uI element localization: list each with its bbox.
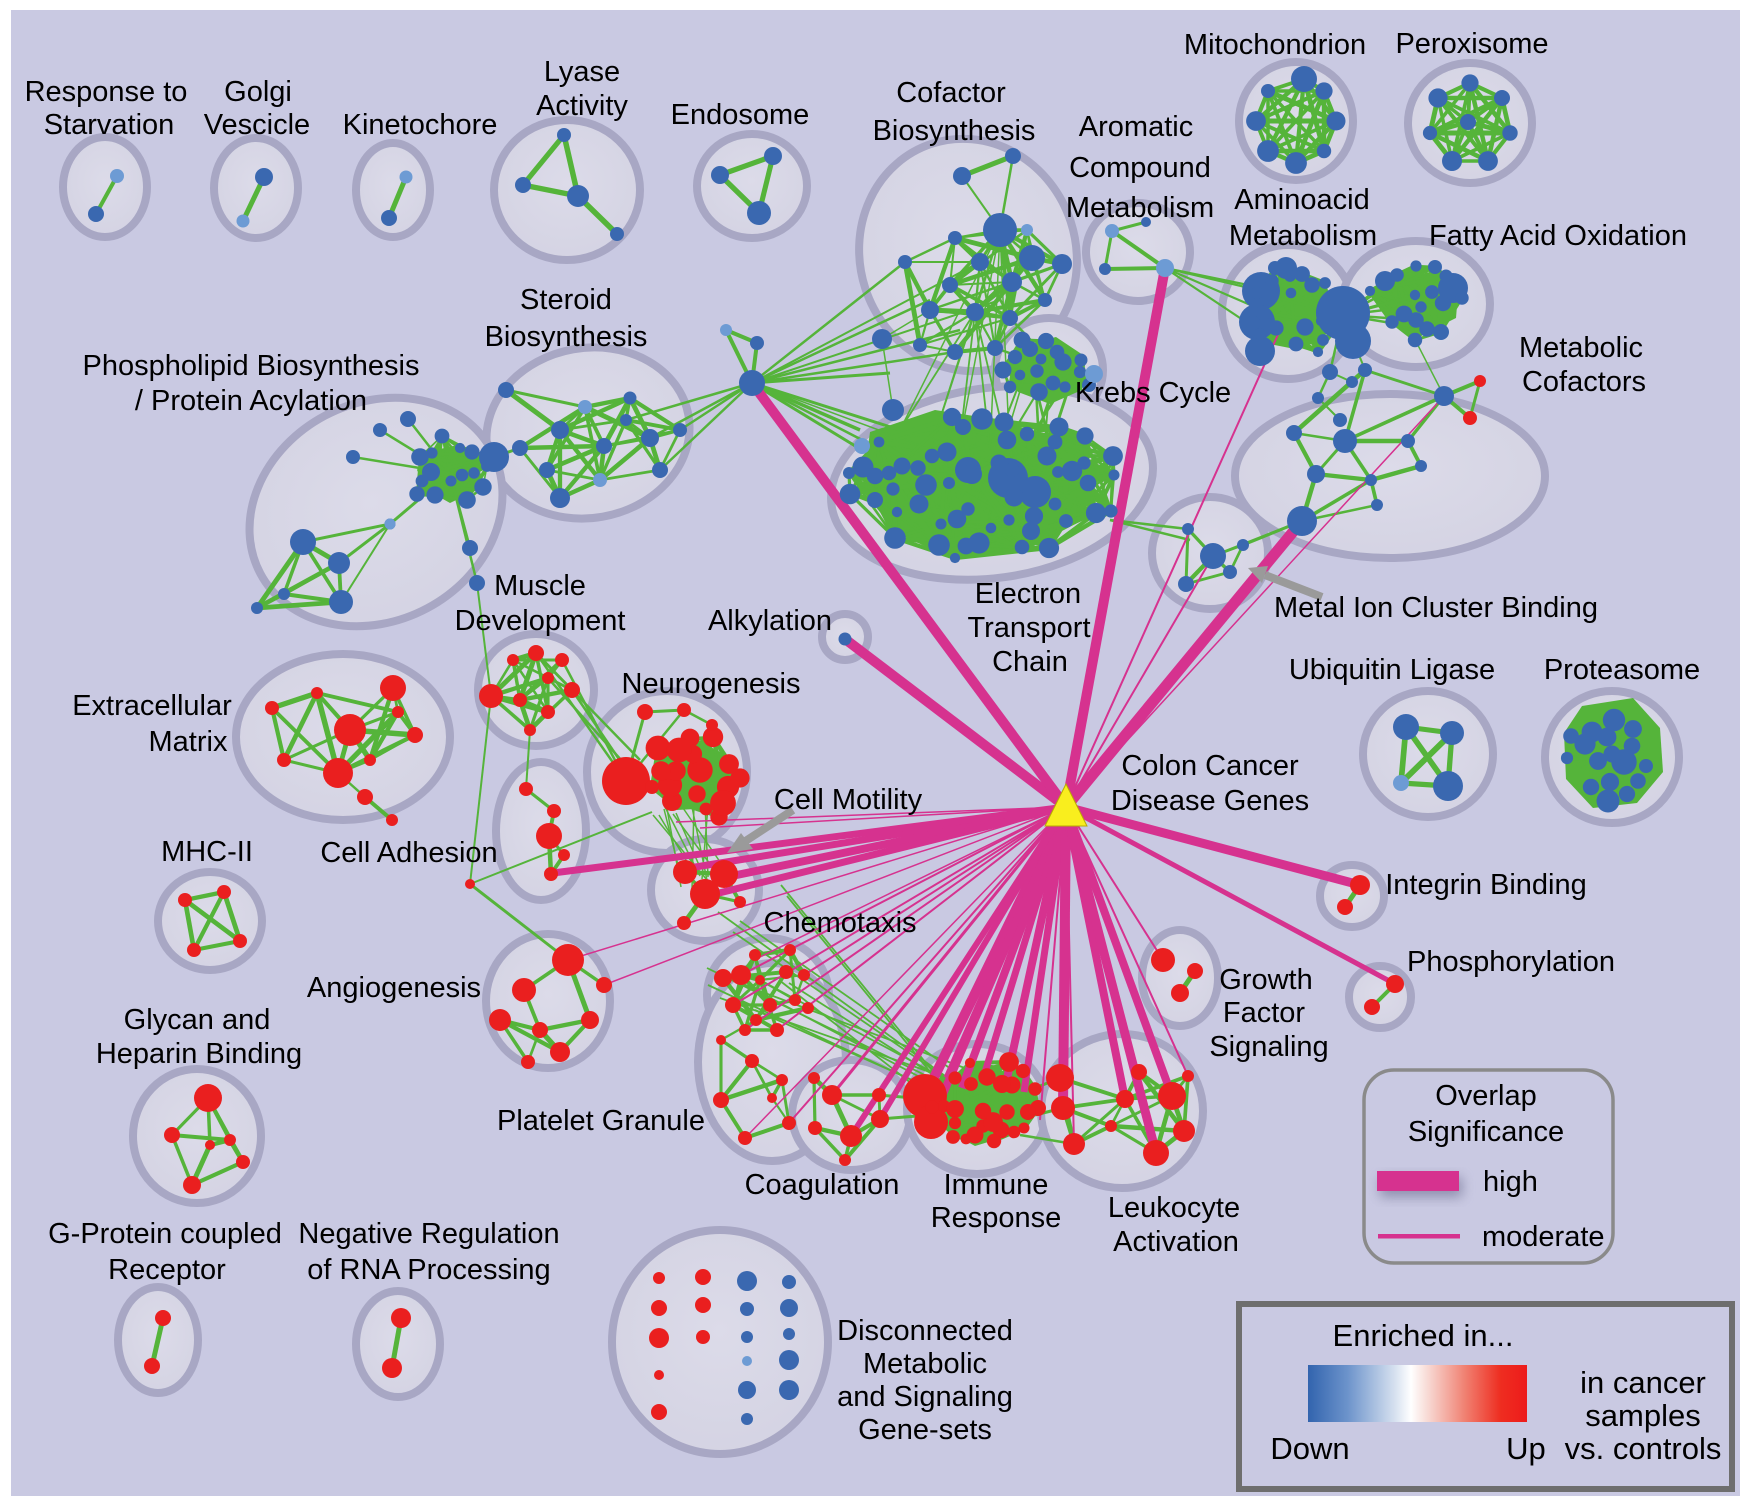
svg-text:high: high — [1483, 1166, 1538, 1198]
svg-text:Biosynthesis: Biosynthesis — [485, 321, 648, 353]
svg-text:Overlap: Overlap — [1435, 1080, 1537, 1112]
svg-text:Angiogenesis: Angiogenesis — [307, 972, 481, 1004]
svg-text:Phospholipid Biosynthesis: Phospholipid Biosynthesis — [83, 350, 420, 382]
svg-text:of RNA Processing: of RNA Processing — [307, 1254, 550, 1286]
svg-text:Cell Adhesion: Cell Adhesion — [320, 837, 497, 869]
svg-text:Chemotaxis: Chemotaxis — [763, 907, 916, 939]
svg-text:Immune: Immune — [944, 1169, 1049, 1201]
svg-text:samples: samples — [1585, 1398, 1700, 1433]
svg-text:Coagulation: Coagulation — [745, 1169, 900, 1201]
svg-text:Alkylation: Alkylation — [708, 605, 832, 637]
svg-text:Integrin Binding: Integrin Binding — [1385, 869, 1587, 901]
svg-text:Proteasome: Proteasome — [1544, 654, 1700, 686]
svg-text:Growth: Growth — [1219, 964, 1312, 996]
svg-text:Colon Cancer: Colon Cancer — [1121, 750, 1299, 782]
svg-text:Aminoacid: Aminoacid — [1234, 184, 1369, 216]
svg-text:Metabolic: Metabolic — [863, 1348, 987, 1380]
svg-text:Muscle: Muscle — [494, 570, 586, 602]
svg-text:Ubiquitin Ligase: Ubiquitin Ligase — [1289, 654, 1495, 686]
svg-text:Lyase: Lyase — [544, 56, 620, 88]
svg-text:Response to: Response to — [25, 76, 188, 108]
svg-text:Glycan and: Glycan and — [124, 1004, 271, 1036]
svg-text:MHC-II: MHC-II — [161, 836, 253, 868]
svg-text:Response: Response — [931, 1202, 1062, 1234]
svg-text:Activation: Activation — [1113, 1226, 1239, 1258]
svg-text:Krebs Cycle: Krebs Cycle — [1075, 377, 1231, 409]
svg-text:Chain: Chain — [992, 646, 1068, 678]
svg-text:Metabolic: Metabolic — [1519, 332, 1643, 364]
svg-text:Receptor: Receptor — [108, 1254, 226, 1286]
svg-text:Transport: Transport — [967, 612, 1090, 644]
svg-text:Significance: Significance — [1408, 1116, 1564, 1148]
svg-text:/ Protein Acylation: / Protein Acylation — [135, 385, 367, 417]
svg-text:Fatty Acid Oxidation: Fatty Acid Oxidation — [1429, 220, 1687, 252]
svg-text:Mitochondrion: Mitochondrion — [1184, 29, 1366, 61]
svg-text:Metabolism: Metabolism — [1066, 192, 1214, 224]
svg-text:Platelet Granule: Platelet Granule — [497, 1105, 705, 1137]
svg-text:Factor: Factor — [1223, 997, 1306, 1029]
svg-text:Development: Development — [455, 605, 626, 637]
svg-text:Kinetochore: Kinetochore — [343, 109, 498, 141]
svg-text:Signaling: Signaling — [1209, 1031, 1328, 1063]
svg-text:Starvation: Starvation — [44, 109, 175, 141]
svg-text:Heparin Binding: Heparin Binding — [96, 1038, 302, 1070]
svg-text:Cofactors: Cofactors — [1522, 366, 1646, 398]
svg-text:Biosynthesis: Biosynthesis — [873, 115, 1036, 147]
svg-text:Negative Regulation: Negative Regulation — [298, 1218, 559, 1250]
svg-text:Leukocyte: Leukocyte — [1108, 1192, 1240, 1224]
svg-text:Neurogenesis: Neurogenesis — [622, 668, 801, 700]
svg-text:Steroid: Steroid — [520, 284, 612, 316]
svg-text:Peroxisome: Peroxisome — [1395, 28, 1548, 60]
svg-text:and Signaling: and Signaling — [837, 1381, 1013, 1413]
svg-text:Activity: Activity — [536, 90, 628, 122]
svg-text:Compound: Compound — [1069, 152, 1211, 184]
svg-text:Disconnected: Disconnected — [837, 1315, 1013, 1347]
svg-text:Metabolism: Metabolism — [1229, 220, 1377, 252]
svg-text:Electron: Electron — [975, 578, 1081, 610]
svg-text:Phosphorylation: Phosphorylation — [1407, 946, 1615, 978]
svg-text:Down: Down — [1270, 1431, 1349, 1466]
svg-text:in cancer: in cancer — [1580, 1365, 1706, 1400]
svg-text:vs. controls: vs. controls — [1565, 1431, 1722, 1466]
svg-text:Gene-sets: Gene-sets — [858, 1414, 992, 1446]
svg-text:moderate: moderate — [1482, 1221, 1605, 1253]
svg-text:Metal Ion Cluster Binding: Metal Ion Cluster Binding — [1274, 592, 1598, 624]
svg-text:Matrix: Matrix — [149, 726, 228, 758]
svg-text:Endosome: Endosome — [671, 99, 810, 131]
svg-text:Enriched in...: Enriched in... — [1333, 1318, 1514, 1353]
svg-text:G-Protein coupled: G-Protein coupled — [48, 1218, 282, 1250]
svg-text:Cell Motility: Cell Motility — [774, 784, 923, 816]
svg-text:Up: Up — [1506, 1431, 1546, 1466]
svg-text:Golgi: Golgi — [224, 76, 292, 108]
svg-text:Cofactor: Cofactor — [896, 77, 1006, 109]
svg-text:Vescicle: Vescicle — [204, 109, 310, 141]
svg-text:Disease Genes: Disease Genes — [1111, 785, 1309, 817]
svg-text:Extracellular: Extracellular — [72, 690, 232, 722]
svg-text:Aromatic: Aromatic — [1079, 111, 1193, 143]
